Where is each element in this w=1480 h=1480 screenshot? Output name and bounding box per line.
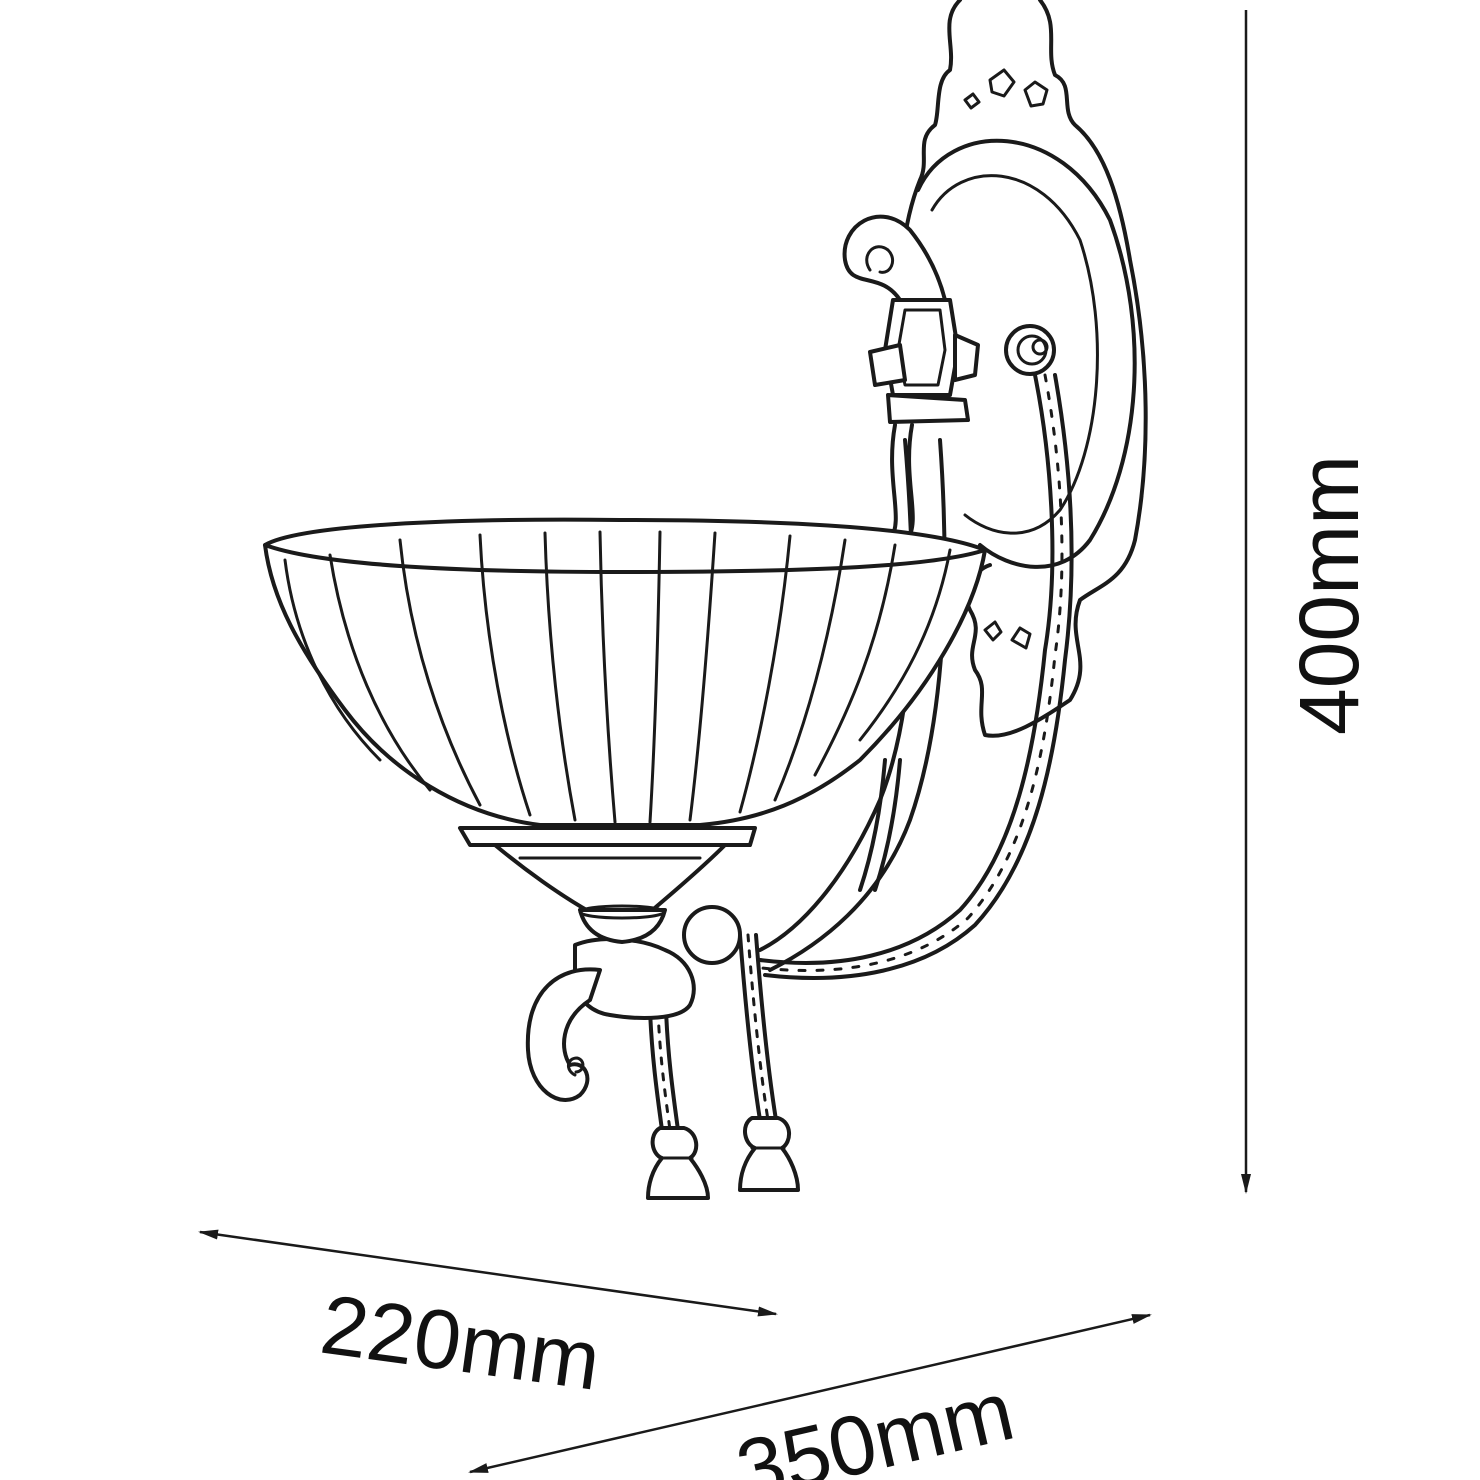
height-label: 400mm — [1282, 455, 1376, 735]
twisted-ropes — [648, 373, 1074, 1132]
depth-label: 350mm — [728, 1363, 1022, 1480]
wall-back-plate — [898, 0, 1148, 738]
width-dimension: 220mm — [198, 1229, 778, 1408]
width-dimension-line — [198, 1229, 778, 1317]
depth-dimension-line — [468, 1313, 1152, 1474]
lower-ornament — [525, 905, 742, 1102]
sconce-arm — [758, 214, 980, 972]
width-label: 220mm — [316, 1277, 606, 1408]
rope-tassels — [646, 1116, 800, 1200]
height-dimension: 400mm — [1241, 10, 1376, 1194]
glass-bowl — [263, 517, 987, 944]
